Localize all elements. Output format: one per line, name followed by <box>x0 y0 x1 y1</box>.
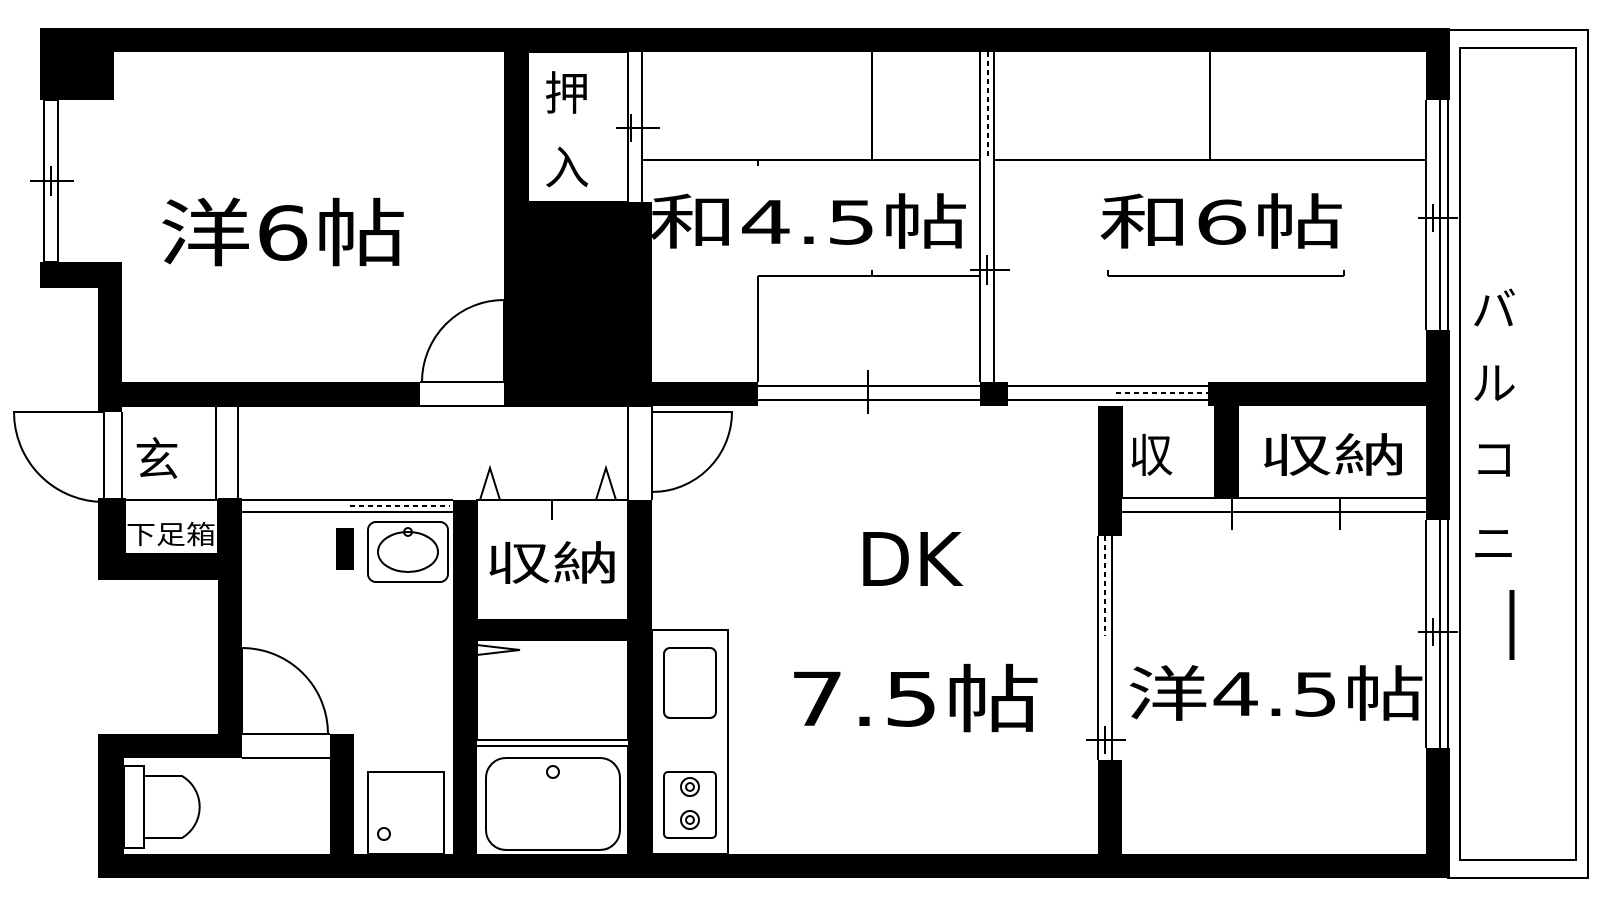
walls <box>40 28 1450 878</box>
label-western-6: 洋6帖 <box>158 192 408 278</box>
label-entrance: 玄 <box>134 433 180 487</box>
label-shoe-box: 下足箱 <box>126 521 216 551</box>
label-storage-hall: 収納 <box>484 537 620 591</box>
label-dk-title: DK <box>856 518 964 604</box>
balcony-char: ニ <box>1471 517 1517 571</box>
label-balcony: バ ル コ ニ <box>1471 283 1517 660</box>
balcony-char: ル <box>1471 357 1517 411</box>
balcony <box>1447 29 1589 879</box>
label-dk-size: 7.5帖 <box>786 658 1042 744</box>
balcony-char: バ <box>1471 283 1517 337</box>
partitions <box>12 51 1458 857</box>
label-western-4-5: 洋4.5帖 <box>1126 661 1426 731</box>
balcony-char: コ <box>1471 433 1517 487</box>
label-oshiire-bottom: 入 <box>544 141 590 195</box>
label-japanese-6: 和6帖 <box>1098 189 1346 259</box>
label-storage-right: 収納 <box>1258 429 1408 483</box>
label-oshiire-top: 押 <box>544 67 590 121</box>
label-japanese-4-5: 和4.5帖 <box>648 189 970 259</box>
label-storage-small: 収 <box>1128 429 1174 483</box>
